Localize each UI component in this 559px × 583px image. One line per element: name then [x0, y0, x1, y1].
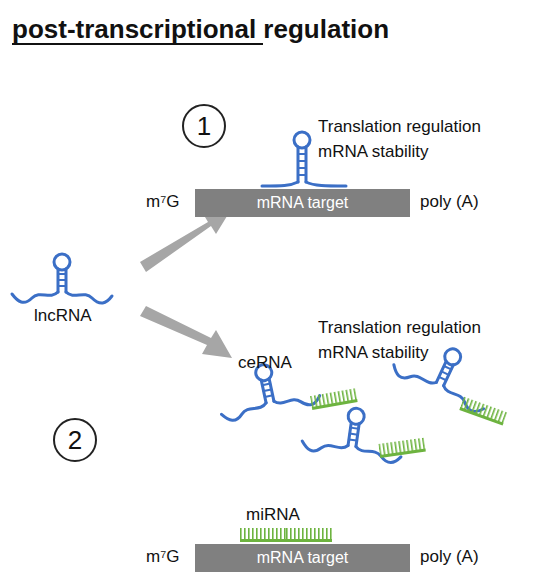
title: post-transcriptional regulation [12, 14, 389, 45]
cap-label: m⁷G [146, 192, 180, 212]
mrna-label: mRNA target [257, 194, 349, 212]
rna-label: miRNA [246, 505, 300, 525]
polya-label: poly (A) [420, 547, 479, 567]
title-underline [12, 43, 263, 45]
effect-note: Translation regulation mRNA stability [318, 115, 533, 164]
mrna-bar: mRNA target [195, 189, 410, 217]
rna-label: lncRNA [34, 306, 92, 326]
step-number-circle: 2 [53, 418, 97, 462]
mrna-bar: mRNA target [195, 544, 410, 572]
effect-note: Translation regulation mRNA stability [318, 316, 533, 365]
step-number-circle: 1 [182, 104, 226, 148]
mrna-label: mRNA target [257, 549, 349, 567]
callout-number: 1 [197, 111, 211, 142]
cap-label: m⁷G [146, 547, 180, 567]
rna-label: ceRNA [238, 353, 292, 373]
callout-number: 2 [68, 425, 82, 456]
polya-label: poly (A) [420, 192, 479, 212]
